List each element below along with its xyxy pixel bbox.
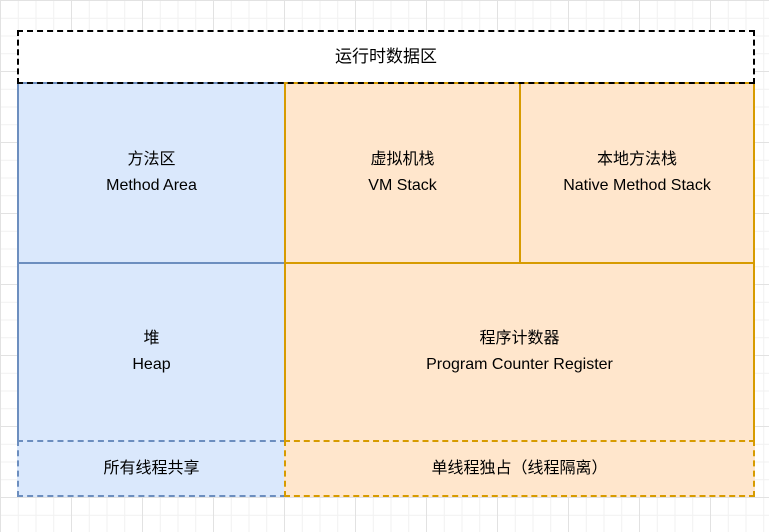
heap-label-en: Heap bbox=[132, 356, 171, 373]
native-method-stack-label-zh: 本地方法栈 bbox=[596, 151, 677, 168]
native-method-stack-box: 本地方法栈 Native Method Stack bbox=[519, 82, 755, 264]
runtime-data-area-title-box: 运行时数据区 bbox=[17, 30, 755, 84]
vm-stack-label-en: VM Stack bbox=[368, 177, 437, 194]
program-counter-register-box: 程序计数器 Program Counter Register bbox=[284, 262, 755, 442]
vm-stack-box: 虚拟机栈 VM Stack bbox=[284, 82, 521, 264]
threads-shared-legend-label: 所有线程共享 bbox=[103, 459, 200, 477]
method-area-label-zh: 方法区 bbox=[127, 151, 176, 168]
method-area-label-en: Method Area bbox=[106, 177, 197, 194]
threads-shared-legend-box: 所有线程共享 bbox=[17, 440, 286, 497]
method-area-box: 方法区 Method Area bbox=[17, 82, 286, 264]
heap-label-zh: 堆 bbox=[143, 330, 160, 347]
runtime-data-area-title: 运行时数据区 bbox=[335, 47, 437, 66]
native-method-stack-label-en: Native Method Stack bbox=[563, 177, 711, 194]
program-counter-register-label-en: Program Counter Register bbox=[426, 356, 613, 373]
thread-exclusive-legend-label: 单线程独占（线程隔离） bbox=[431, 459, 608, 477]
vm-stack-label-zh: 虚拟机栈 bbox=[370, 151, 435, 168]
program-counter-register-label-zh: 程序计数器 bbox=[479, 330, 560, 347]
heap-box: 堆 Heap bbox=[17, 262, 286, 442]
thread-exclusive-legend-box: 单线程独占（线程隔离） bbox=[284, 440, 755, 497]
